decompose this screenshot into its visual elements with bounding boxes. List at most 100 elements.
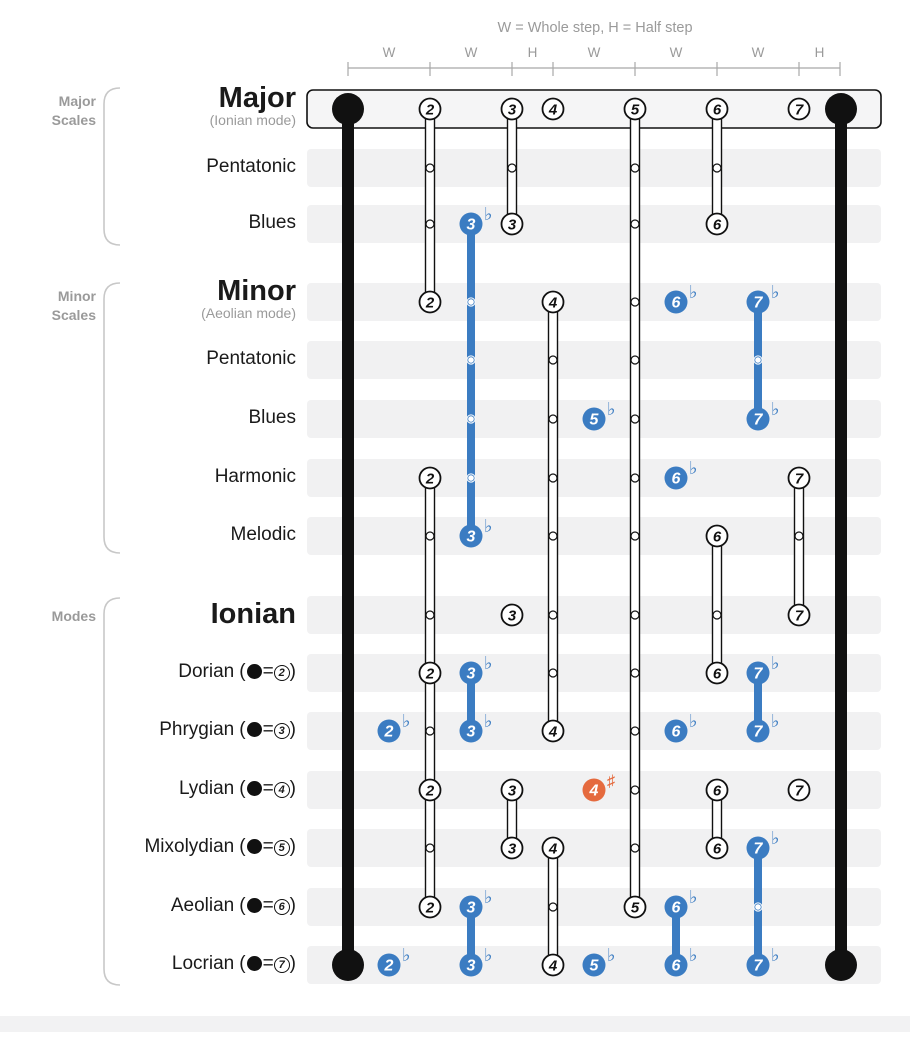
- note-circle: [541, 836, 565, 860]
- row-stripe: [307, 341, 881, 379]
- note-degree: 3: [467, 724, 476, 741]
- note-degree: 4: [548, 841, 558, 858]
- flat-icon: ♭: [771, 399, 780, 419]
- paren: (: [239, 661, 246, 682]
- step-label: W: [465, 45, 478, 60]
- row-label-text: Aeolian: [170, 895, 235, 916]
- root-dot: [332, 93, 364, 125]
- note-degree: 6: [713, 666, 722, 683]
- note-circle-blue: [377, 953, 401, 977]
- step-label: W: [752, 45, 765, 60]
- note-circle: [500, 97, 524, 121]
- note-circle-blue: [459, 953, 483, 977]
- pass-through-dot: [425, 531, 435, 541]
- note-degree: 6: [713, 102, 722, 119]
- pass-through-dot: [466, 297, 476, 307]
- pass-through-dot: [425, 843, 435, 853]
- note-circle: [705, 212, 729, 236]
- equals: =: [262, 836, 274, 857]
- pass-through-dot: [425, 219, 435, 229]
- note-degree: 2: [425, 295, 435, 312]
- root-dot: [332, 949, 364, 981]
- group-label-line: Modes: [51, 608, 96, 624]
- flat-icon: ♭: [484, 711, 493, 731]
- connector-blue: [467, 907, 475, 965]
- step-legend: W = Whole step, H = Half step: [497, 20, 692, 36]
- step-label: W: [588, 45, 601, 60]
- note-circle-blue: [664, 719, 688, 743]
- flat-icon: ♭: [689, 711, 698, 731]
- note-degree: 4: [548, 958, 558, 975]
- note-circle-blue: [664, 466, 688, 490]
- note-degree: 5: [590, 412, 600, 429]
- row-label-text: Dorian: [178, 661, 235, 682]
- row-stripe: [307, 459, 881, 497]
- row-sublabel: (Aeolian mode): [201, 305, 296, 321]
- connector-white: [424, 477, 436, 908]
- pass-through-dot: [630, 219, 640, 229]
- group-brackets: [103, 87, 121, 986]
- note-circle: [623, 97, 647, 121]
- row-label: Pentatonic: [206, 348, 296, 370]
- note-circle-blue: [746, 661, 770, 685]
- row-label-text: Pentatonic: [206, 156, 296, 177]
- group-label: Modes: [0, 607, 96, 626]
- pass-through-dot: [548, 414, 558, 424]
- flat-icon: ♭: [402, 711, 411, 731]
- note-degree: 5: [590, 958, 600, 975]
- note-circle: [418, 895, 442, 919]
- root-degree: 4: [273, 782, 290, 798]
- row-label: Aeolian(=6): [171, 895, 296, 917]
- pass-through-dot: [630, 843, 640, 853]
- group-label-line: Minor: [57, 288, 96, 304]
- root-degree: 7: [273, 957, 290, 973]
- row-label: Dorian(=2): [178, 661, 296, 683]
- row-stripe: [307, 149, 881, 187]
- step-label: W: [670, 45, 683, 60]
- row-label-text: Harmonic: [214, 466, 296, 487]
- equals: =: [262, 719, 274, 740]
- note-degree: 3: [467, 666, 476, 683]
- note-degree: 4: [548, 724, 558, 741]
- note-circle-orange: [582, 778, 606, 802]
- connector-lines: [424, 108, 805, 966]
- note-circle: [541, 290, 565, 314]
- note-degree: 7: [795, 783, 804, 800]
- row-label-text: Locrian: [171, 953, 235, 974]
- note-degree: 7: [754, 724, 764, 741]
- paren: ): [289, 719, 296, 740]
- note-degree: 3: [467, 958, 476, 975]
- root-equation: (=2): [239, 661, 296, 682]
- note-circle: [418, 97, 442, 121]
- note-degree: 7: [795, 102, 804, 119]
- row-label: Minor(Aeolian mode): [201, 275, 296, 321]
- note-degree: 4: [548, 102, 558, 119]
- note-degree: 2: [425, 471, 435, 488]
- row-label-text: Phrygian: [159, 719, 235, 740]
- root-equation: (=3): [239, 719, 296, 740]
- root-dot-icon: [246, 839, 262, 854]
- connector-white: [711, 535, 723, 674]
- connector-white: [793, 477, 805, 616]
- row-label: Mixolydian(=5): [144, 836, 296, 858]
- note-circle: [500, 603, 524, 627]
- row-label: Harmonic: [215, 466, 296, 488]
- group-label-line: Scales: [51, 307, 96, 323]
- note-degree: 6: [672, 471, 681, 488]
- note-degree: 6: [713, 217, 722, 234]
- note-circle-blue: [746, 290, 770, 314]
- note-degree: 3: [467, 217, 476, 234]
- note-degree: 3: [508, 217, 517, 234]
- pass-through-dot: [630, 473, 640, 483]
- note-degree: 7: [754, 666, 764, 683]
- note-circle: [623, 895, 647, 919]
- pass-through-dot: [753, 355, 763, 365]
- flat-icon: ♭: [689, 887, 698, 907]
- row-label: Locrian(=7): [172, 953, 296, 975]
- note-degree: 6: [672, 724, 681, 741]
- note-circle-blue: [459, 719, 483, 743]
- note-circle-blue: [459, 212, 483, 236]
- footer-strip: [0, 1016, 910, 1032]
